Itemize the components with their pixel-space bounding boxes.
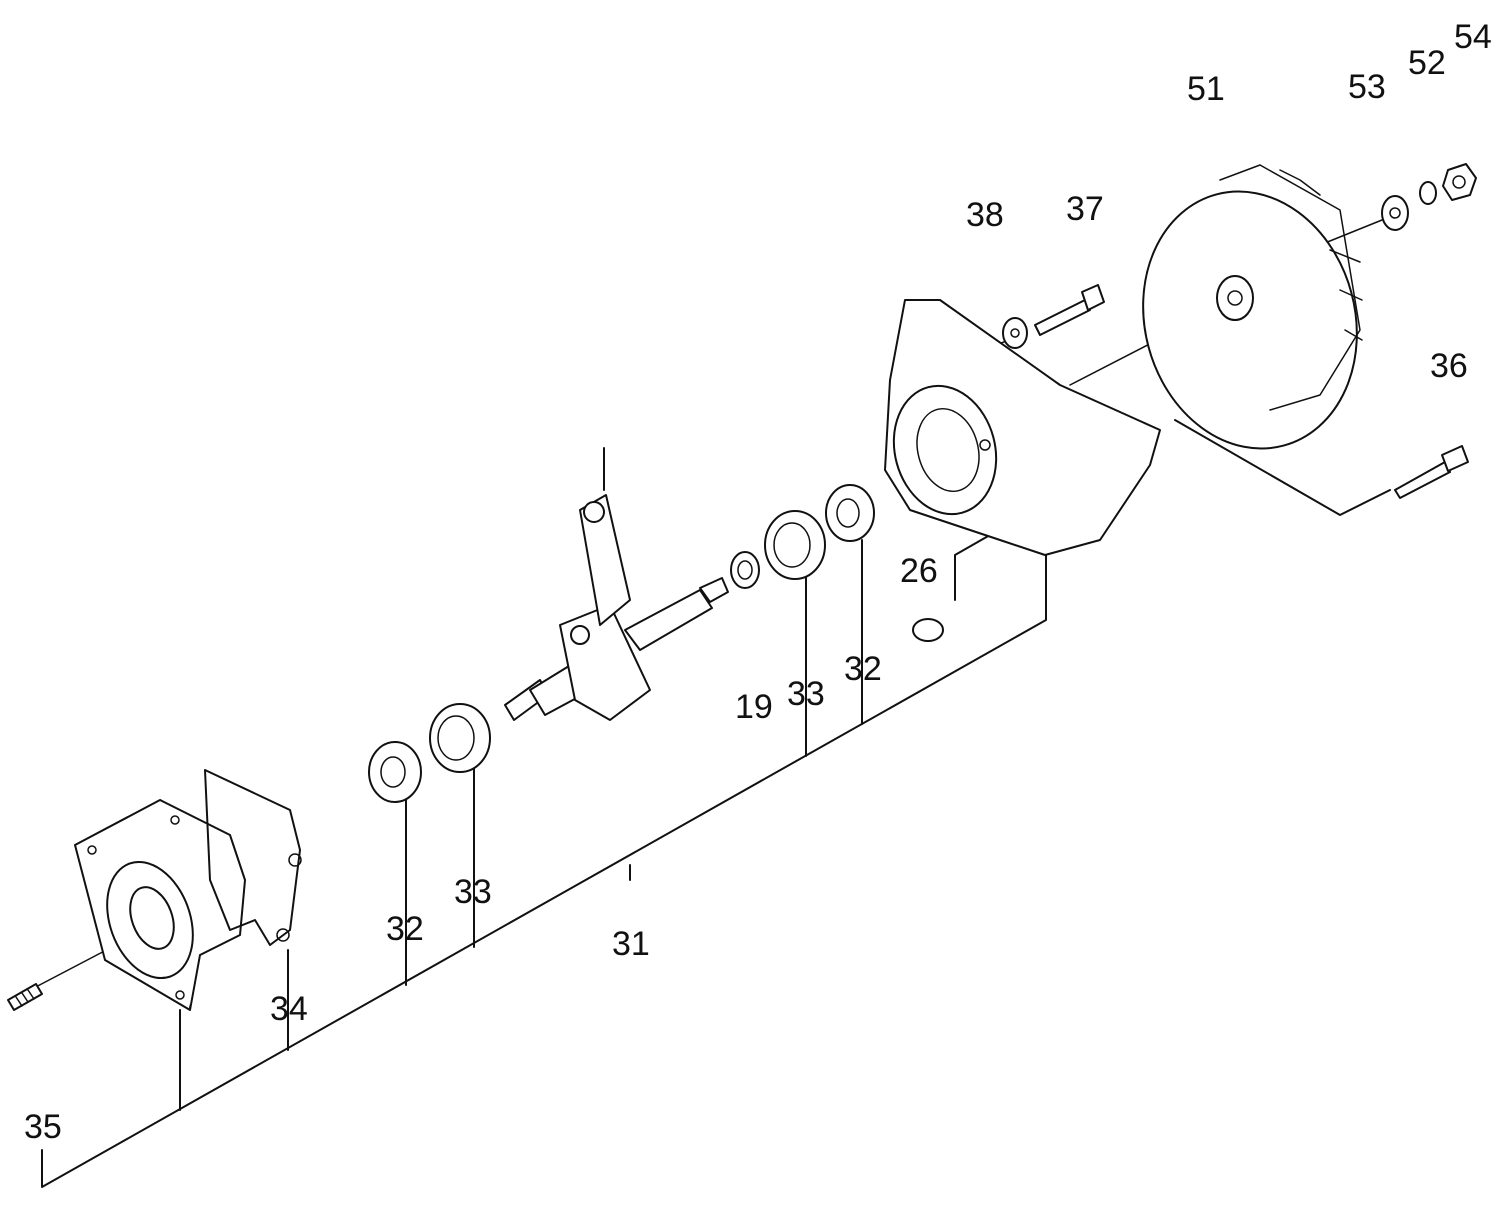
callout-19: 19 <box>735 688 773 726</box>
oil-seal-right-part <box>825 484 875 542</box>
callout-38: 38 <box>966 196 1004 234</box>
bolt-37-part <box>1034 284 1105 336</box>
washer-part <box>730 551 760 589</box>
callout-31: 31 <box>612 925 650 963</box>
crankcase-left-part <box>74 799 246 1011</box>
washer-38-part <box>1002 317 1028 349</box>
ball-bearing-right-part <box>764 510 826 580</box>
callout-35: 35 <box>24 1108 62 1146</box>
bolt-36-part <box>1394 445 1469 499</box>
plug-part <box>912 618 944 642</box>
flywheel-part <box>1142 164 1363 450</box>
stud-bolt-part <box>7 983 43 1011</box>
callout-labels: 31 32 33 32 33 19 34 35 26 38 37 36 51 5… <box>24 18 1492 1146</box>
callout-37: 37 <box>1066 190 1104 228</box>
callout-53: 53 <box>1348 68 1386 106</box>
callout-52: 52 <box>1408 44 1446 82</box>
callout-33-left: 33 <box>454 873 492 911</box>
callout-51: 51 <box>1187 70 1225 108</box>
crankshaft-part <box>504 494 729 721</box>
callout-36: 36 <box>1430 347 1468 385</box>
washer-53-part <box>1381 195 1409 231</box>
callout-32-left: 32 <box>386 910 424 948</box>
gasket-part <box>204 769 302 946</box>
crankcase-right-part <box>884 299 1161 556</box>
lock-washer-part <box>1419 181 1437 205</box>
callout-26: 26 <box>900 552 938 590</box>
callout-32-right: 32 <box>844 650 882 688</box>
ball-bearing-left-part <box>429 703 491 773</box>
callout-54: 54 <box>1454 18 1492 56</box>
callout-34: 34 <box>270 990 308 1028</box>
nut-part <box>1442 163 1477 201</box>
oil-seal-left-part <box>368 741 422 803</box>
callout-33-right: 33 <box>787 675 825 713</box>
